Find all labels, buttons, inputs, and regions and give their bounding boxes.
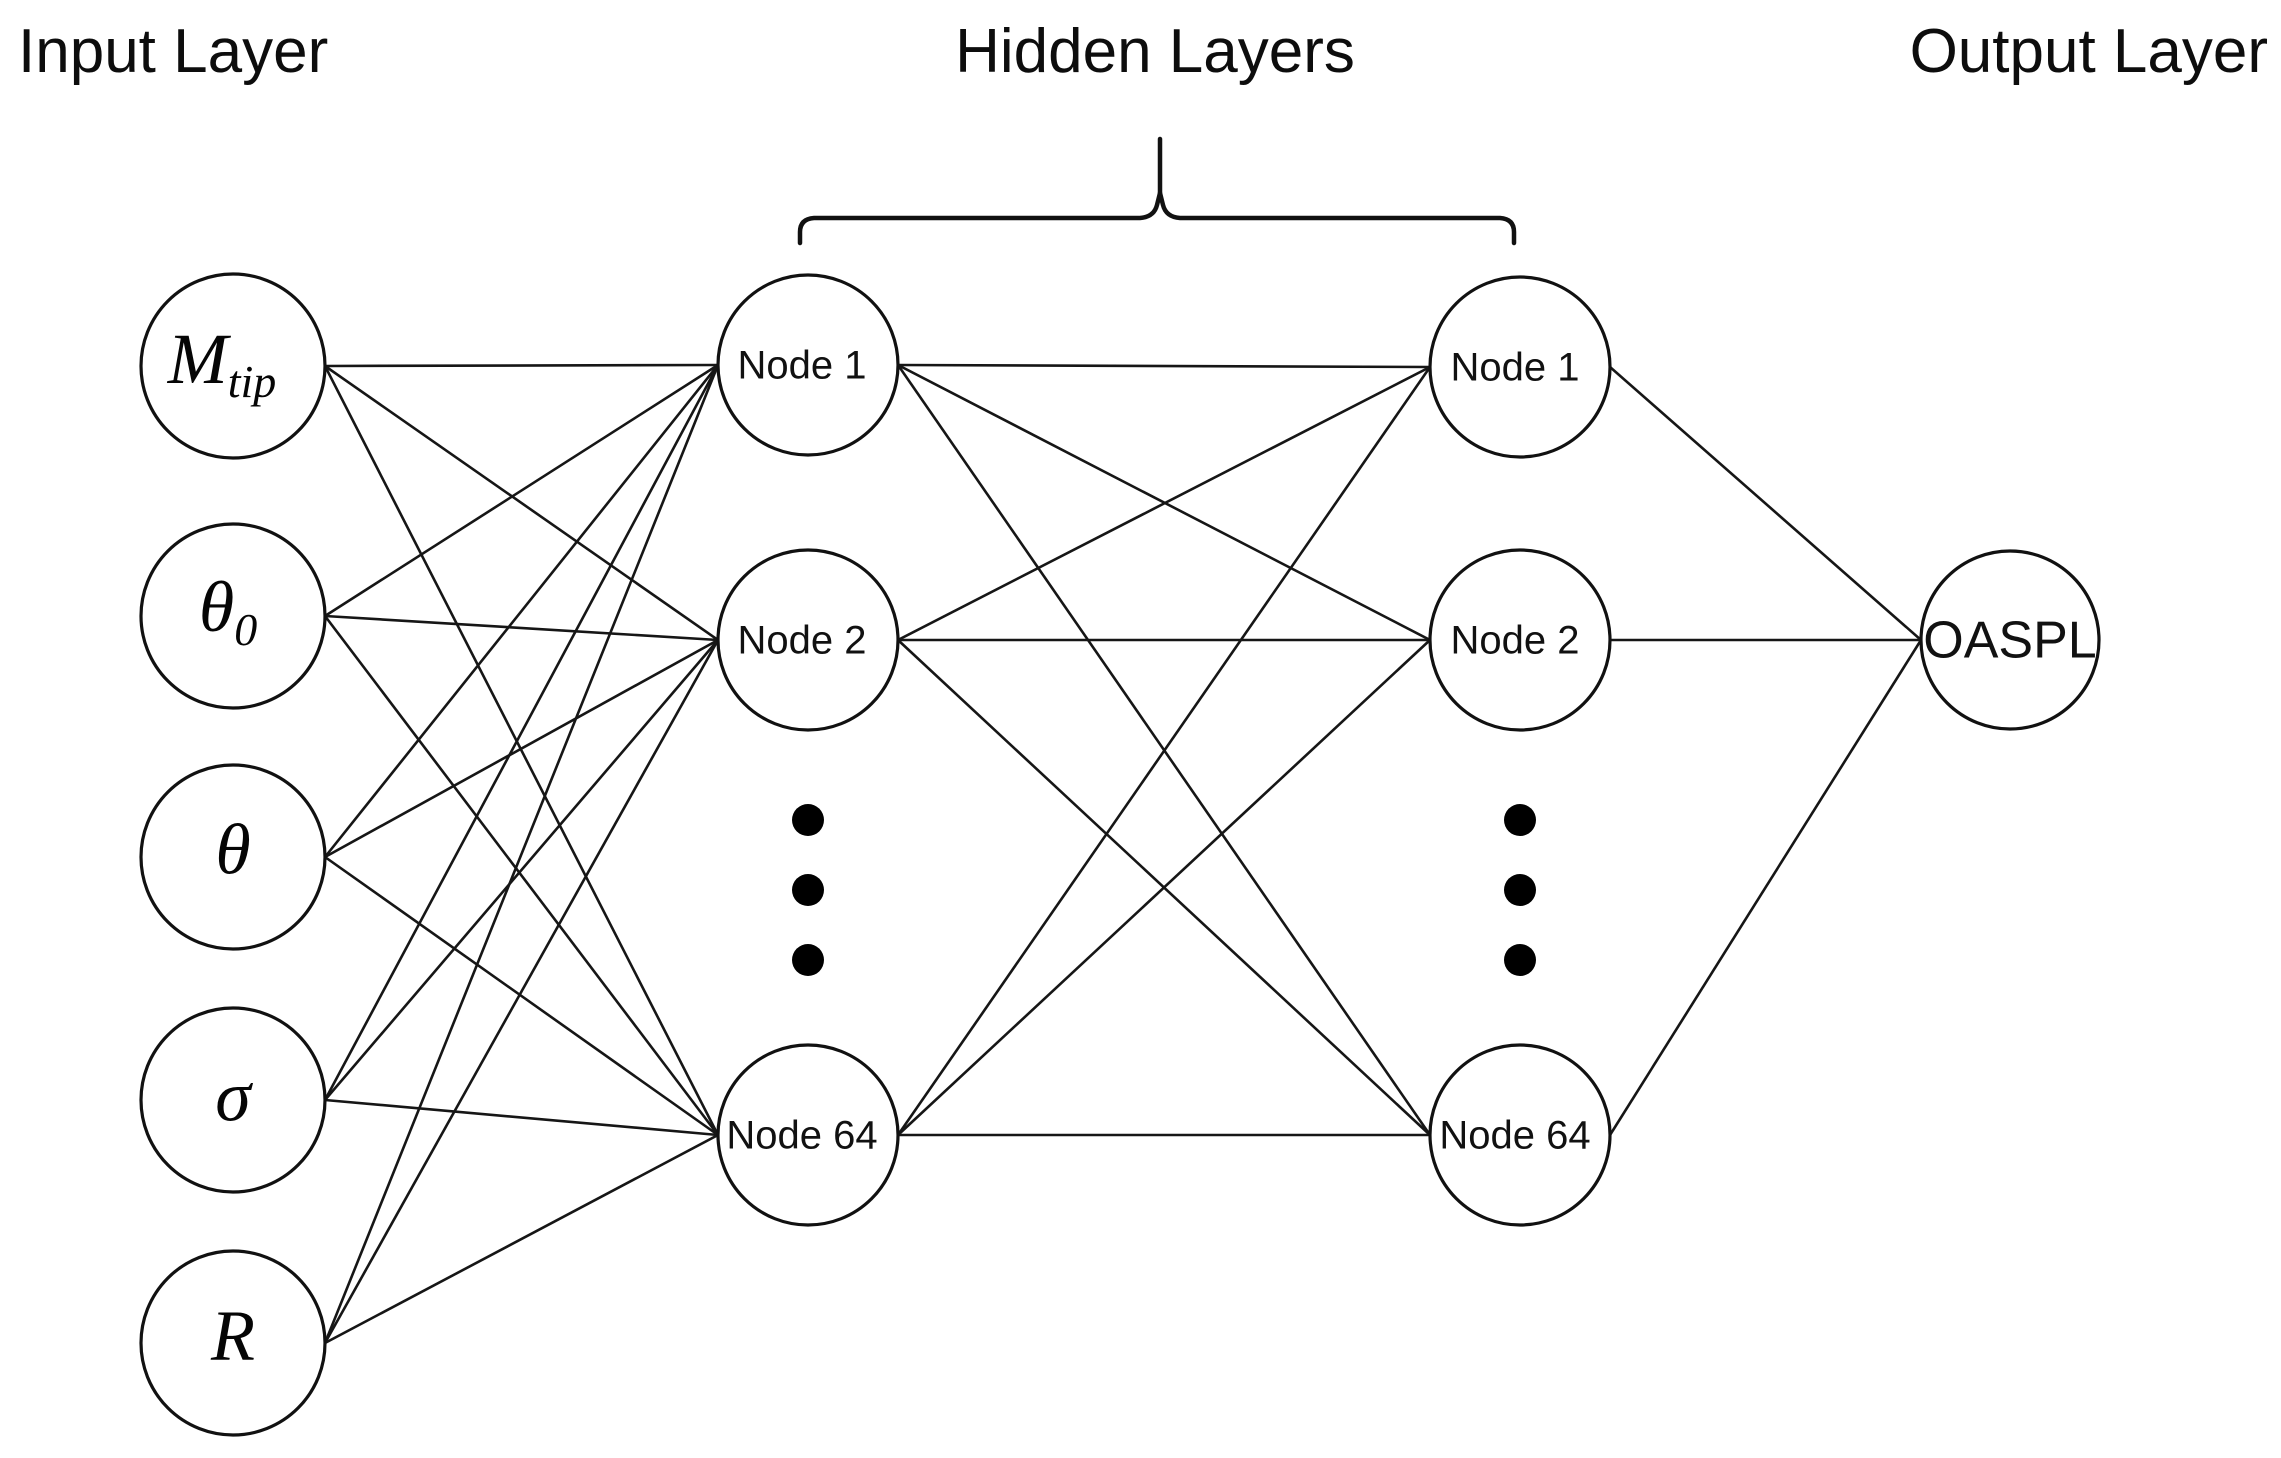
- node-circle[interactable]: [716, 273, 900, 457]
- hidden-layer-1-group: Node 1 Node 2 Node 64: [716, 273, 900, 1227]
- edge: [323, 364, 720, 858]
- hidden2-node-1-label: Node 1: [1451, 346, 1580, 390]
- input-node-mtip[interactable]: Mtip: [139, 272, 327, 460]
- input-node-theta0-label: θ0: [199, 567, 257, 655]
- edge: [323, 615, 720, 1136]
- output-node-oaspl[interactable]: OASPL: [1919, 549, 2101, 731]
- edge: [896, 366, 1432, 1136]
- hidden-layers-title: Hidden Layers: [955, 17, 1355, 86]
- ellipsis-dot: [1504, 944, 1536, 976]
- edge: [324, 1098, 719, 1137]
- input-node-r-label: R: [210, 1296, 255, 1376]
- node-circle[interactable]: [716, 548, 900, 732]
- ellipsis-dot: [1504, 804, 1536, 836]
- edge: [897, 365, 1431, 642]
- ellipsis-dot: [792, 944, 824, 976]
- edges-input-to-hidden1: [323, 363, 720, 1345]
- ellipsis-dot: [792, 804, 824, 836]
- input-node-theta0[interactable]: θ0: [139, 522, 327, 710]
- edge: [1608, 639, 1923, 1136]
- edge: [897, 639, 1431, 1136]
- edge: [324, 639, 719, 1101]
- input-node-sigma[interactable]: σ: [139, 1006, 327, 1194]
- hidden2-node-1[interactable]: Node 1: [1428, 275, 1612, 459]
- hidden2-node-2-label: Node 2: [1451, 619, 1580, 663]
- edge: [324, 363, 719, 368]
- node-circle[interactable]: [139, 1006, 327, 1194]
- hidden1-node-1-label: Node 1: [738, 344, 867, 388]
- ellipsis-dot: [792, 874, 824, 906]
- edge: [323, 639, 720, 1344]
- node-circle[interactable]: [1428, 1043, 1612, 1227]
- node-circle[interactable]: [1428, 548, 1612, 732]
- edge: [324, 1133, 719, 1345]
- input-layer-group: Mtip θ0 θ σ R: [139, 272, 327, 1437]
- output-layer-title: Output Layer: [1910, 17, 2268, 86]
- edge: [323, 364, 720, 1101]
- hidden-layers-brace: [797, 136, 1517, 246]
- hidden1-ellipsis: [792, 804, 824, 976]
- edge: [897, 363, 1431, 369]
- hidden1-node-64-label: Node 64: [726, 1114, 877, 1158]
- input-layer-title: Input Layer: [18, 17, 328, 86]
- hidden2-node-64[interactable]: Node 64: [1428, 1043, 1612, 1227]
- hidden2-node-64-label: Node 64: [1439, 1114, 1590, 1158]
- output-node-oaspl-label: OASPL: [1923, 612, 2096, 670]
- hidden1-node-2[interactable]: Node 2: [716, 548, 900, 732]
- input-node-mtip-label: Mtip: [167, 319, 277, 407]
- hidden1-node-1[interactable]: Node 1: [716, 273, 900, 457]
- output-layer-group: OASPL: [1919, 549, 2101, 731]
- hidden1-node-2-label: Node 2: [738, 619, 867, 663]
- edge: [323, 364, 720, 1344]
- input-node-theta-label: θ: [215, 810, 250, 890]
- node-circle[interactable]: [1428, 275, 1612, 459]
- input-node-theta[interactable]: θ: [139, 763, 327, 951]
- edges-hidden2-to-output: [1608, 366, 1923, 1136]
- hidden2-node-2[interactable]: Node 2: [1428, 548, 1612, 732]
- ellipsis-dot: [1504, 874, 1536, 906]
- node-circle[interactable]: [139, 763, 327, 951]
- edge: [324, 614, 719, 642]
- node-circle[interactable]: [139, 522, 327, 710]
- node-circle[interactable]: [139, 1249, 327, 1437]
- node-circle[interactable]: [139, 272, 327, 460]
- input-node-sigma-label: σ: [215, 1057, 253, 1137]
- edge: [324, 363, 719, 618]
- edge: [1609, 366, 1922, 641]
- edge: [323, 365, 720, 1136]
- hidden-layer-2-group: Node 1 Node 2 Node 64: [1428, 275, 1612, 1227]
- edge: [324, 855, 719, 1137]
- input-node-R[interactable]: R: [139, 1249, 327, 1437]
- node-circle[interactable]: [1919, 549, 2101, 731]
- hidden2-ellipsis: [1504, 804, 1536, 976]
- node-circle[interactable]: [716, 1043, 900, 1227]
- edge: [324, 638, 719, 859]
- edge: [324, 364, 719, 642]
- hidden1-node-64[interactable]: Node 64: [716, 1043, 900, 1227]
- edges-hidden1-to-hidden2: [896, 363, 1432, 1137]
